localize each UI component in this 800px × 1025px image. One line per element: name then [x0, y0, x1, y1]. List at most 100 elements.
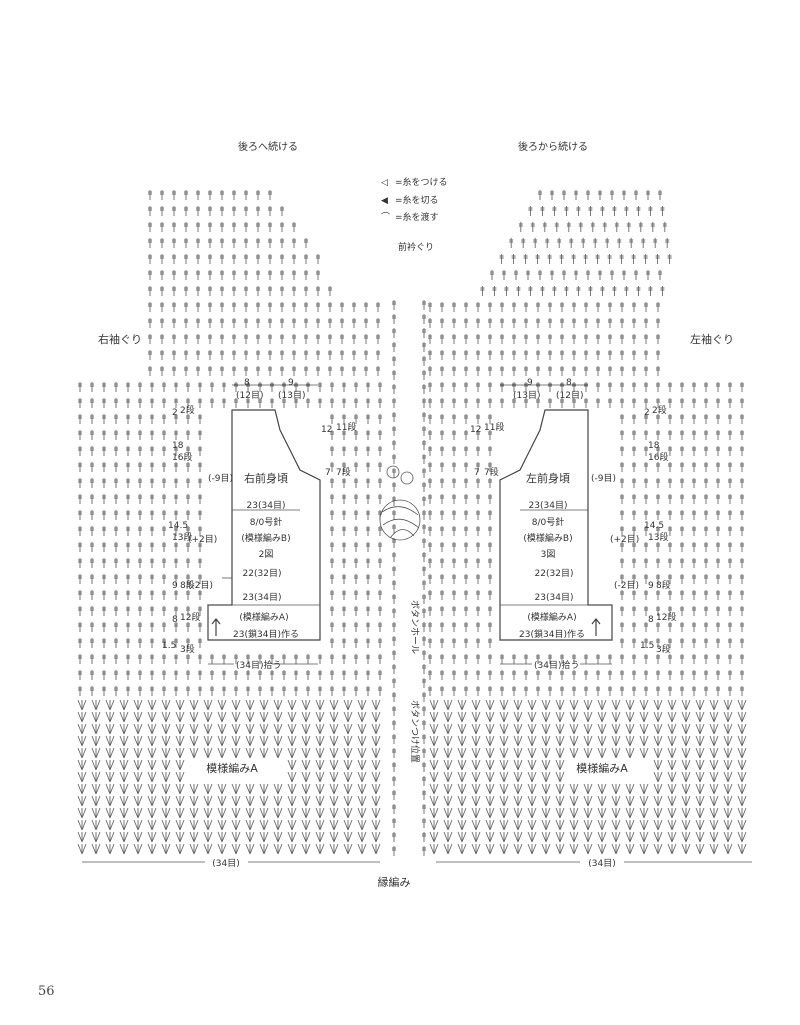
stitch-mark — [667, 807, 677, 819]
stitch-mark — [632, 622, 636, 632]
stitch-mark — [273, 783, 283, 795]
stitch-mark — [280, 334, 284, 344]
stitch-mark — [114, 430, 118, 440]
stitch-mark — [457, 747, 467, 759]
stitch-mark — [392, 846, 396, 856]
stitch-mark — [184, 302, 188, 312]
stitch-mark — [596, 670, 600, 680]
stitch-mark — [518, 222, 523, 232]
stitch-mark — [653, 759, 663, 771]
stitch-mark — [294, 382, 298, 392]
stitch-mark — [301, 747, 311, 759]
stitch-mark — [428, 430, 432, 440]
stitch-mark — [138, 558, 142, 568]
stitch-mark — [268, 190, 272, 200]
stitch-mark — [273, 843, 283, 855]
stitch-mark — [611, 699, 621, 711]
stitch-mark — [620, 350, 624, 360]
stitch-mark — [354, 686, 358, 696]
top-label-right: 後ろから続ける — [518, 140, 588, 153]
side-cm: 14.5 — [644, 521, 664, 531]
stitch-mark — [709, 783, 719, 795]
stitch-mark — [512, 334, 516, 344]
stitch-mark — [378, 430, 382, 440]
stitch-mark — [668, 446, 672, 456]
stitch-mark — [429, 843, 439, 855]
stitch-mark — [514, 270, 518, 280]
stitch-mark — [429, 771, 439, 783]
stitch-mark — [392, 622, 396, 632]
stitch-mark — [244, 206, 248, 216]
stitch-mark — [245, 807, 255, 819]
stitch-mark — [354, 478, 358, 488]
stitch-mark — [620, 590, 624, 600]
stitch-mark — [422, 342, 426, 352]
stitch-mark — [354, 526, 358, 536]
stitch-mark — [119, 783, 129, 795]
stitch-mark — [343, 771, 353, 783]
stitch-mark — [138, 446, 142, 456]
stitch-mark — [371, 747, 381, 759]
stitch-mark — [598, 190, 602, 200]
stitch-mark — [471, 783, 481, 795]
stitch-mark — [716, 414, 720, 424]
stitch-mark — [665, 238, 670, 248]
stitch-mark — [452, 382, 456, 392]
stitch-mark — [186, 686, 190, 696]
stitch-mark — [184, 366, 188, 376]
stitch-mark — [452, 494, 456, 504]
stitch-mark — [574, 270, 578, 280]
stitch-mark — [611, 711, 621, 723]
stitch-mark — [186, 654, 190, 664]
stitch-mark — [464, 318, 468, 328]
stitch-mark — [704, 510, 708, 520]
stitch-mark — [342, 590, 346, 600]
stitch-mark — [656, 494, 660, 504]
stitch-mark — [150, 638, 154, 648]
stitch-mark — [490, 270, 494, 280]
stitch-mark — [536, 334, 540, 344]
stitch-mark — [208, 302, 212, 312]
stitch-mark — [292, 238, 296, 248]
stitch-mark — [723, 747, 733, 759]
stitch-mark — [160, 334, 164, 344]
stitch-mark — [608, 318, 612, 328]
side-rows: 2段 — [180, 404, 195, 416]
stitch-mark — [90, 574, 94, 584]
stitch-mark — [114, 526, 118, 536]
stitch-mark — [541, 831, 551, 843]
stitch-mark — [560, 302, 564, 312]
stitch-mark — [378, 558, 382, 568]
stitch-mark — [162, 526, 166, 536]
stitch-mark — [488, 606, 492, 616]
left-front-title: 左前身頃 — [526, 471, 570, 485]
stitch-mark — [692, 542, 696, 552]
stitch-mark — [542, 222, 547, 232]
stitch-mark — [443, 795, 453, 807]
stitch-mark — [499, 831, 509, 843]
stitch-mark — [656, 318, 660, 328]
stitch-mark — [597, 699, 607, 711]
stitch-mark — [607, 254, 612, 264]
stitch-mark — [371, 843, 381, 855]
stitch-mark — [126, 558, 130, 568]
stitch-mark — [90, 398, 94, 408]
stitch-mark — [422, 314, 426, 324]
stitch-mark — [600, 286, 605, 296]
stitch-mark — [292, 254, 296, 264]
stitch-mark — [354, 574, 358, 584]
stitch-mark — [452, 398, 456, 408]
stitch-mark — [512, 302, 516, 312]
stitch-mark — [636, 206, 641, 216]
stitch-mark — [464, 430, 468, 440]
stitch-mark — [668, 462, 672, 472]
stitch-mark — [280, 270, 284, 280]
stitch-mark — [304, 318, 308, 328]
stitch-mark — [655, 254, 660, 264]
stitch-mark — [632, 558, 636, 568]
stitch-mark — [147, 759, 157, 771]
stitch-mark — [440, 398, 444, 408]
stitch-mark — [150, 574, 154, 584]
stitch-mark — [586, 190, 590, 200]
stitch-mark — [268, 286, 272, 296]
